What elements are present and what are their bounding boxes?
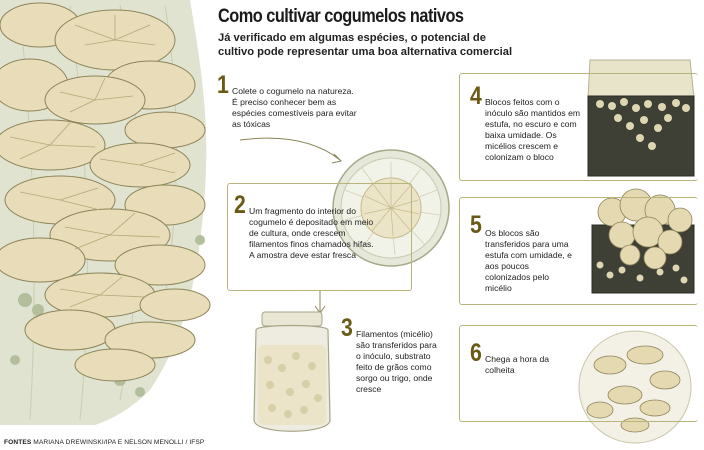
flow-arrows bbox=[239, 137, 342, 314]
step-5-text: Os blocos são transferidos para uma estu… bbox=[485, 228, 572, 293]
step-4-text: Blocos feitos com o inóculo são mantidos… bbox=[485, 97, 581, 162]
mushroom-cluster bbox=[0, 2, 211, 382]
harvest-illustration bbox=[578, 330, 692, 444]
step-4-frame bbox=[459, 73, 698, 181]
substrate-bag bbox=[587, 59, 695, 177]
step-6-frame bbox=[459, 325, 698, 422]
step-1-text: Colete o cogumelo na natureza. É preciso… bbox=[232, 86, 357, 129]
inoculum-jar bbox=[253, 311, 331, 432]
step-5-frame bbox=[459, 197, 698, 305]
colonized-block bbox=[591, 188, 695, 294]
step-6-number: 6 bbox=[470, 339, 482, 367]
step-3-text: Filamentos (micélio) são transferidos pa… bbox=[356, 329, 437, 394]
source-label: FONTES bbox=[4, 439, 32, 446]
source-text: MARIANA DREWINSKI/IPA E NELSON MENOLLI /… bbox=[33, 439, 205, 446]
step-3-number: 3 bbox=[341, 314, 353, 342]
source-credit: FONTES MARIANA DREWINSKI/IPA E NELSON ME… bbox=[4, 439, 204, 446]
page-subtitle: Já verificado em algumas espécies, o pot… bbox=[218, 32, 513, 58]
step-2-number: 2 bbox=[234, 191, 246, 219]
step-4-number: 4 bbox=[470, 82, 482, 110]
step-1-number: 1 bbox=[217, 71, 229, 99]
step-2-frame bbox=[227, 183, 412, 291]
step-2-text: Um fragmento do interior do cogumelo é d… bbox=[249, 206, 374, 260]
step-6-text: Chega a hora da colheita bbox=[485, 354, 550, 375]
page-title: Como cultivar cogumelos nativos bbox=[218, 6, 464, 27]
step-5-number: 5 bbox=[470, 211, 482, 239]
